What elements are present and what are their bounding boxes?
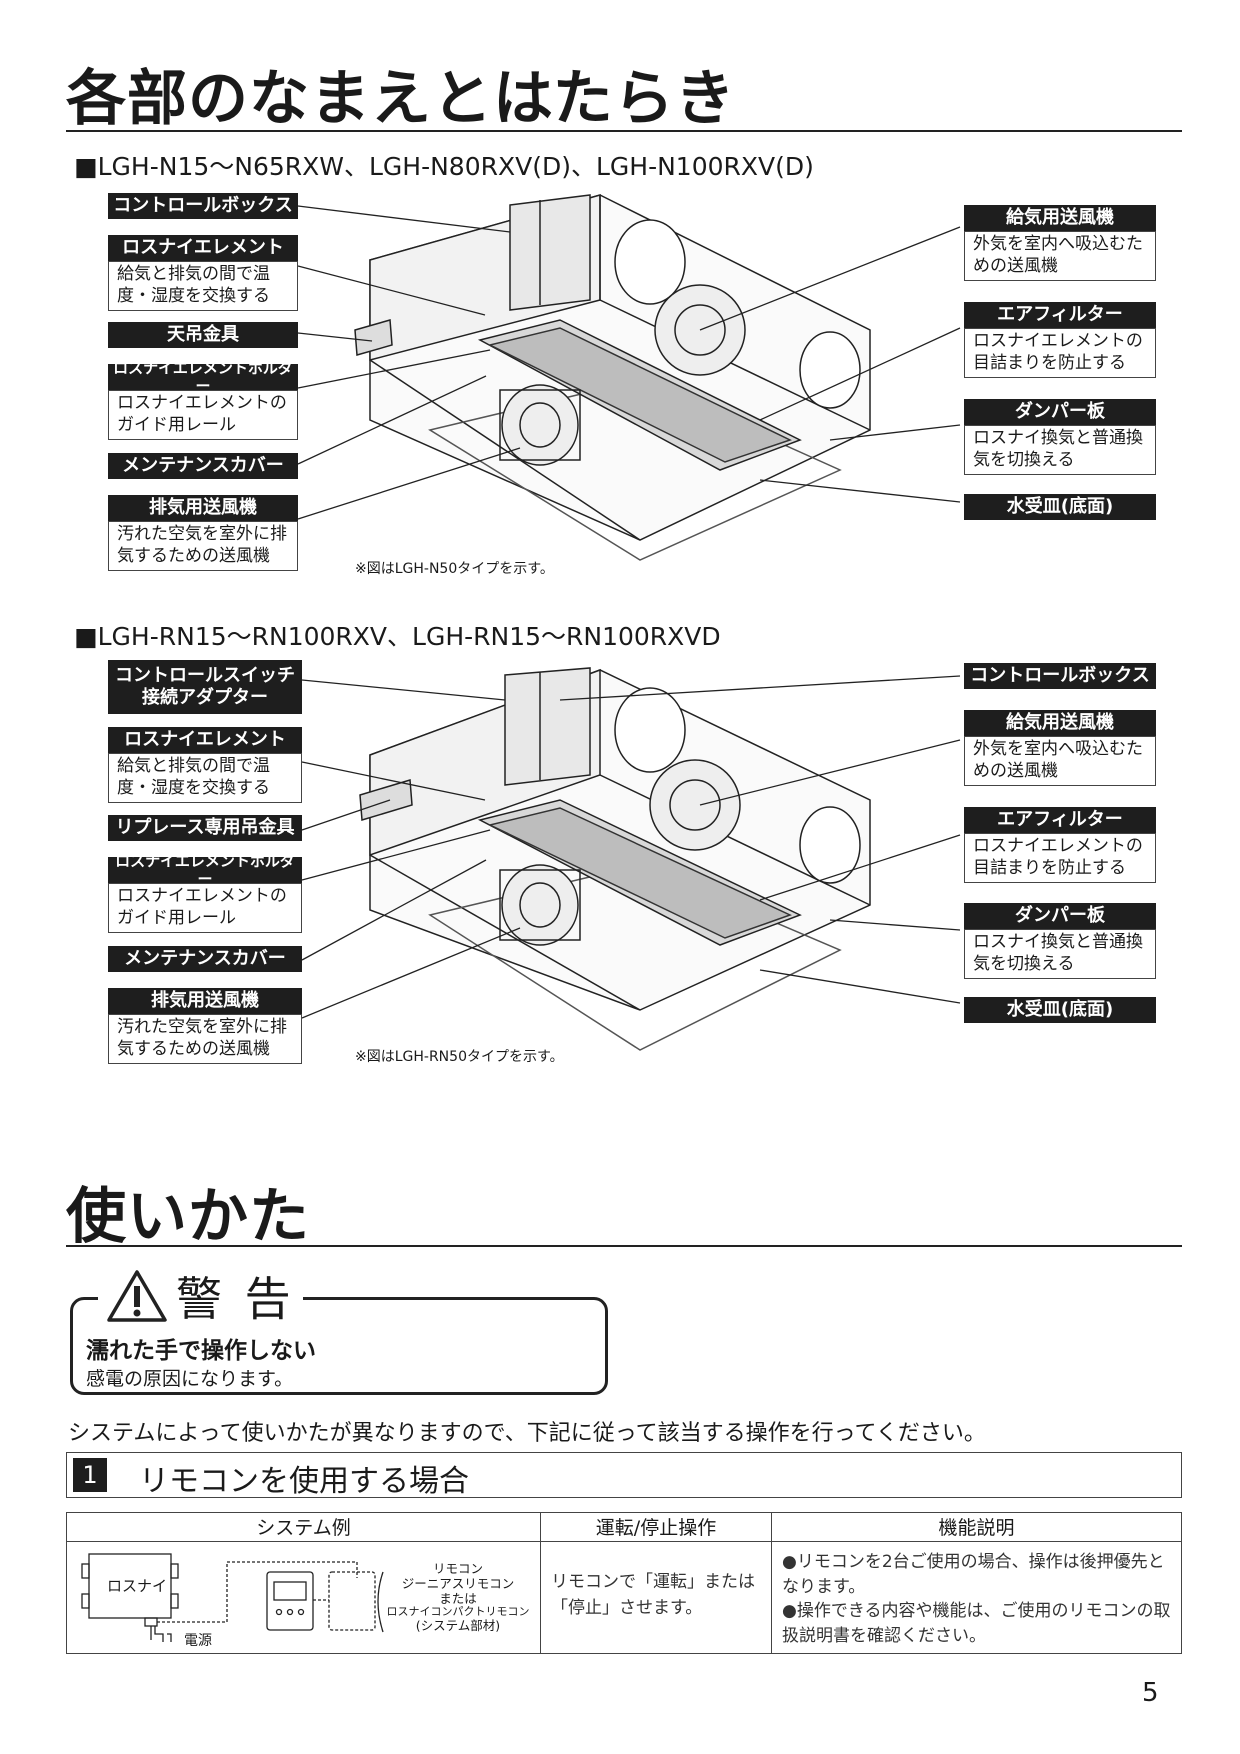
desc-lossnay-element: 給気と排気の間で温度・湿度を交換する	[108, 261, 298, 311]
desc-air-filter: ロスナイエレメントの目詰まりを防止する	[964, 328, 1156, 378]
function-item: ●操作できる内容や機能は、ご使用のリモコンの取扱説明書を確認ください。	[782, 1601, 1171, 1646]
system-power-label: 電源	[184, 1633, 212, 1649]
function-item: ●リモコンを2台ご使用の場合、操作は後押優先となります。	[782, 1552, 1165, 1597]
desc-element-holder: ロスナイエレメントのガイド用レール	[108, 390, 298, 440]
model-heading-2: ■LGH-RN15～RN100RXV、LGH-RN15～RN100RXVD	[74, 622, 721, 651]
diagram-note-2: ※図はLGH-RN50タイプを示す。	[355, 1049, 564, 1065]
parts-diagram-2: コントロールスイッチ接続アダプター ロスナイエレメント 給気と排気の間で温度・湿…	[108, 660, 1156, 1065]
desc-damper-plate-2: ロスナイ換気と普通換気を切換える	[964, 929, 1156, 979]
desc-exhaust-fan: 汚れた空気を室外に排気するための送風機	[108, 521, 298, 571]
warning-label: 警 告	[176, 1272, 295, 1326]
label-maintenance-cover: メンテナンスカバー	[108, 453, 298, 479]
table-header-operation: 運転/停止操作	[540, 1512, 772, 1542]
desc-air-filter-2: ロスナイエレメントの目詰まりを防止する	[964, 833, 1156, 883]
page-number: 5	[1142, 1678, 1159, 1708]
label-drain-pan: 水受皿(底面)	[964, 494, 1156, 520]
subsection-number: 1	[73, 1458, 107, 1492]
desc-supply-fan-2: 外気を室内へ吸込むための送風機	[964, 736, 1156, 786]
section-title-usage: 使いかた	[66, 1182, 310, 1252]
remote-label-line: ロスナイコンパクトリモコン	[386, 1605, 530, 1619]
remote-label-line: または	[439, 1590, 477, 1606]
warning-text: 感電の原因になります。	[86, 1368, 294, 1390]
desc-exhaust-fan-2: 汚れた空気を室外に排気するための送風機	[108, 1014, 302, 1064]
desc-supply-fan: 外気を室内へ吸込むための送風機	[964, 231, 1156, 281]
label-ceiling-bracket: 天吊金具	[108, 322, 298, 348]
remote-label-line: (システム部材)	[415, 1618, 501, 1634]
label-exhaust-fan: 排気用送風機	[108, 495, 298, 521]
unit-illustration-1	[297, 194, 961, 561]
label-control-box: コントロールボックス	[108, 193, 298, 219]
desc-damper-plate: ロスナイ換気と普通換気を切換える	[964, 425, 1156, 475]
system-example-cell: ロスナイ 電源 リモコン ジーニアスリモコン または ロスナイコンパクトリモコン…	[66, 1541, 541, 1654]
operation-table: システム例 運転/停止操作 機能説明	[66, 1512, 1182, 1654]
label-drain-pan-2: 水受皿(底面)	[964, 997, 1156, 1023]
label-lossnay-element-2: ロスナイエレメント	[108, 727, 302, 753]
warning-heading: 濡れた手で操作しない	[86, 1338, 316, 1364]
usage-intro: システムによって使いかたが異なりますので、下記に従って該当する操作を行ってくださ…	[68, 1421, 986, 1446]
label-damper-plate: ダンパー板	[964, 399, 1156, 425]
title-underline	[66, 130, 1182, 132]
label-air-filter-2: エアフィルター	[964, 807, 1156, 833]
label-lossnay-element: ロスナイエレメント	[108, 235, 298, 261]
remote-label-line: ジーニアスリモコン	[401, 1575, 515, 1591]
warning-header: 警 告	[98, 1263, 303, 1329]
label-replace-bracket: リプレース専用吊金具	[108, 815, 302, 841]
label-supply-fan-2: 給気用送風機	[964, 710, 1156, 736]
function-cell: ●リモコンを2台ご使用の場合、操作は後押優先となります。 ●操作できる内容や機能…	[771, 1541, 1182, 1654]
system-remote-labels: リモコン ジーニアスリモコン または ロスナイコンパクトリモコン (システム部材…	[383, 1561, 533, 1634]
subsection-header: 1 リモコンを使用する場合	[66, 1452, 1182, 1499]
label-element-holder-2: ロスナイエレメントホルダー	[108, 852, 302, 888]
diagram-note-1: ※図はLGH-N50タイプを示す。	[355, 561, 554, 577]
label-air-filter: エアフィルター	[964, 302, 1156, 328]
system-unit-label: ロスナイ	[107, 1577, 168, 1595]
section-title-parts: 各部のなまえとはたらき	[66, 64, 736, 134]
label-control-switch-adapter: コントロールスイッチ接続アダプター	[108, 660, 302, 714]
unit-illustration-2	[301, 667, 961, 1051]
label-element-holder: ロスナイエレメントホルダー	[108, 359, 298, 395]
warning-frame	[70, 1297, 608, 1395]
operation-cell: リモコンで「運転」または「停止」させます。	[540, 1541, 772, 1654]
subsection-title: リモコンを使用する場合	[139, 1464, 469, 1499]
parts-diagram-1: コントロールボックス ロスナイエレメント 給気と排気の間で温度・湿度を交換する …	[0, 0, 1240, 600]
label-supply-fan: 給気用送風機	[964, 205, 1156, 231]
desc-lossnay-element-2: 給気と排気の間で温度・湿度を交換する	[108, 753, 302, 803]
warning-triangle-icon	[107, 1270, 167, 1322]
usage-underline	[66, 1245, 1182, 1247]
desc-element-holder-2: ロスナイエレメントのガイド用レール	[108, 883, 302, 933]
table-header-system: システム例	[66, 1512, 541, 1542]
system-wiring-diagram	[81, 1553, 384, 1642]
model-heading-1: ■LGH-N15～N65RXW、LGH-N80RXV(D)、LGH-N100RX…	[74, 152, 814, 181]
label-maintenance-cover-2: メンテナンスカバー	[108, 946, 302, 972]
label-control-box-2: コントロールボックス	[964, 663, 1156, 689]
label-exhaust-fan-2: 排気用送風機	[108, 988, 302, 1014]
remote-label-line: リモコン	[432, 1561, 483, 1576]
table-header-function: 機能説明	[771, 1512, 1182, 1542]
label-damper-plate-2: ダンパー板	[964, 903, 1156, 929]
